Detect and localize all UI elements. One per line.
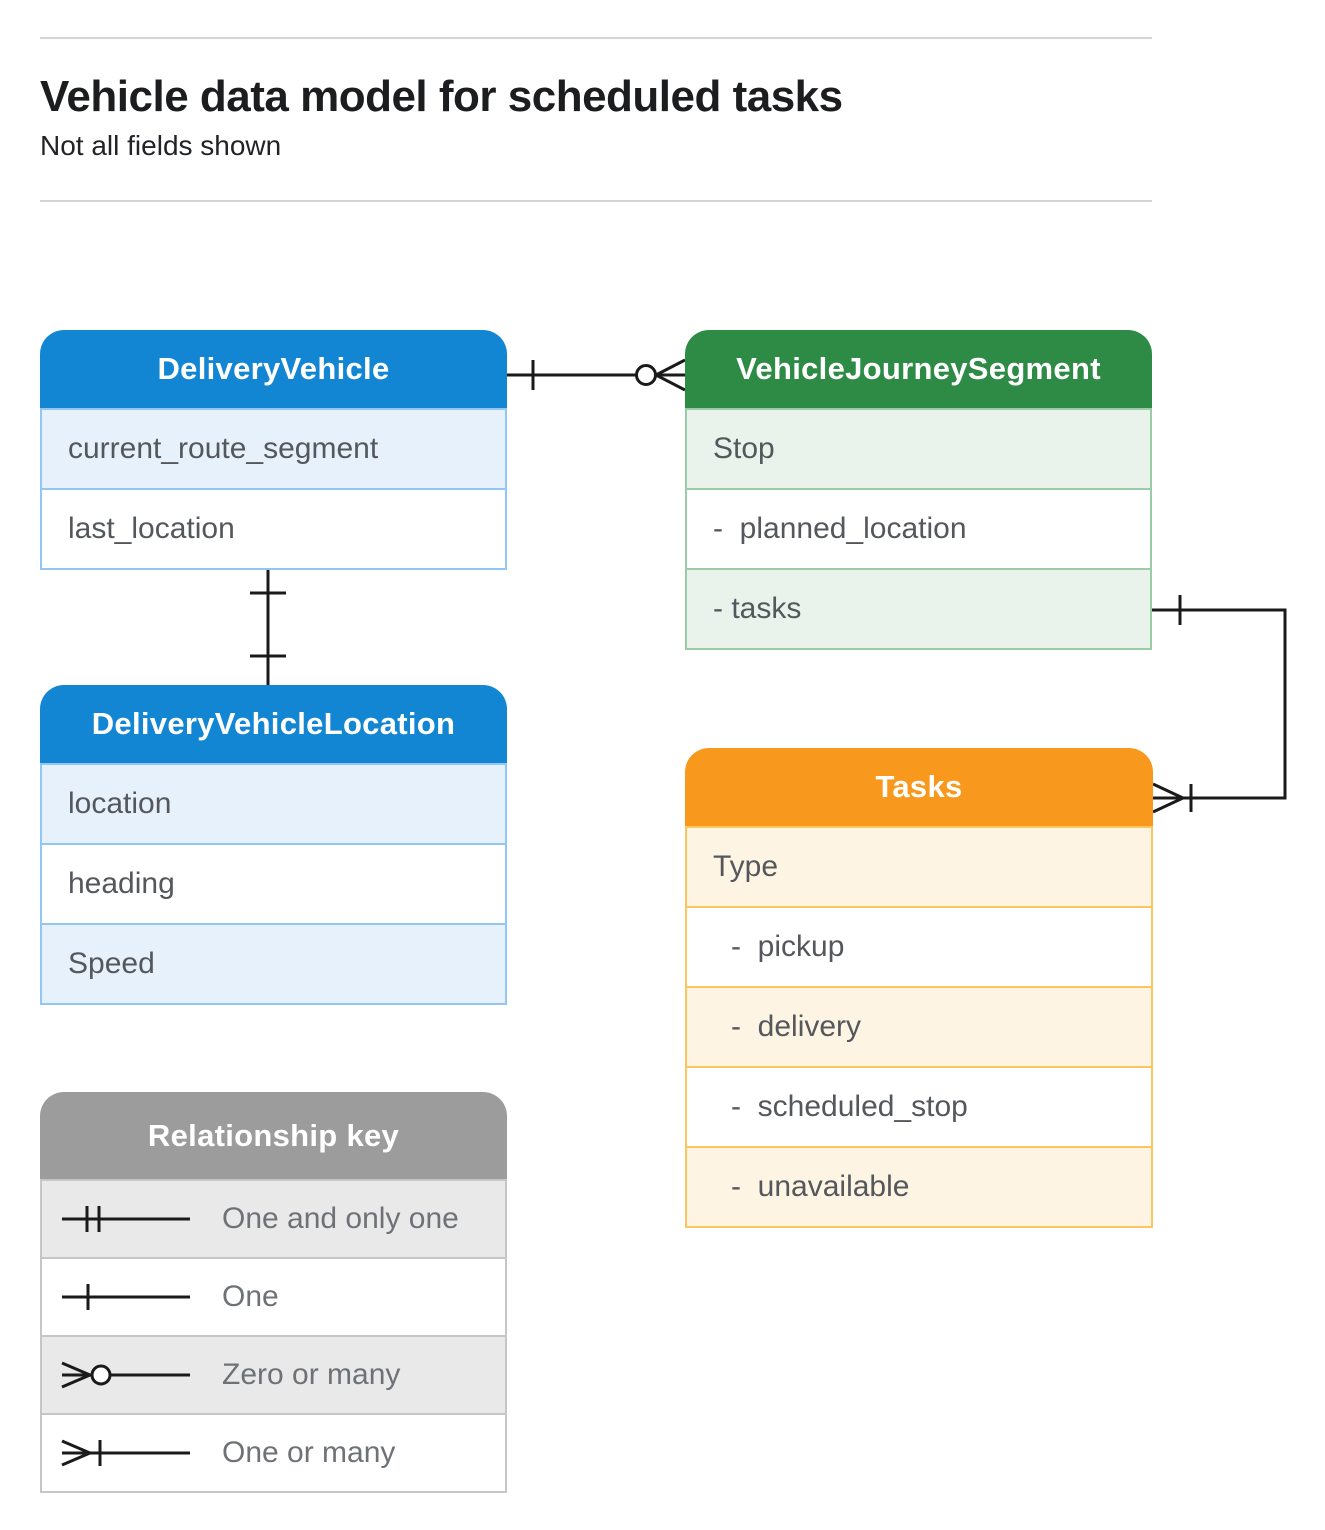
field-row: - delivery xyxy=(687,986,1151,1066)
field-label: heading xyxy=(68,867,175,900)
field-label: location xyxy=(68,787,172,820)
key-row: One or many xyxy=(42,1413,505,1491)
field-label: - planned_location xyxy=(713,512,967,545)
field-row: - scheduled_stop xyxy=(687,1066,1151,1146)
entity-title: DeliveryVehicleLocation xyxy=(91,706,456,741)
entity-delivery-vehicle: DeliveryVehicle current_route_segment la… xyxy=(40,330,507,570)
header-divider xyxy=(40,200,1152,202)
field-label: last_location xyxy=(68,512,235,545)
field-row: - unavailable xyxy=(687,1146,1151,1226)
page-title: Vehicle data model for scheduled tasks xyxy=(40,72,843,121)
field-row: - planned_location xyxy=(687,488,1150,568)
field-row: Type xyxy=(687,826,1151,906)
field-label: Stop xyxy=(713,432,775,465)
entity-header: VehicleJourneySegment xyxy=(685,330,1152,408)
field-row: last_location xyxy=(42,488,505,568)
field-label: Type xyxy=(713,850,779,883)
relationship-key-list: One and only one One Zero or many xyxy=(40,1179,507,1493)
field-list: current_route_segment last_location xyxy=(40,408,507,570)
entity-title: Tasks xyxy=(875,769,963,804)
key-row: One and only one xyxy=(42,1179,505,1257)
field-label: - scheduled_stop xyxy=(731,1090,968,1123)
entity-header: DeliveryVehicle xyxy=(40,330,507,408)
key-label: Zero or many xyxy=(222,1358,401,1391)
field-row: Stop xyxy=(687,408,1150,488)
top-divider xyxy=(40,37,1152,39)
field-label: Speed xyxy=(68,947,155,980)
field-row: location xyxy=(42,763,505,843)
entity-title: VehicleJourneySegment xyxy=(736,351,1101,386)
entity-delivery-vehicle-location: DeliveryVehicleLocation location heading… xyxy=(40,685,507,1005)
key-label: One and only one xyxy=(222,1202,459,1235)
field-label: - delivery xyxy=(731,1010,862,1043)
entity-vehicle-journey-segment: VehicleJourneySegment Stop - planned_loc… xyxy=(685,330,1152,650)
field-list: Stop - planned_location - tasks xyxy=(685,408,1152,650)
field-row: - pickup xyxy=(687,906,1151,986)
zero-circle-icon xyxy=(637,366,656,385)
entity-tasks: Tasks Type - pickup - delivery - schedul… xyxy=(685,748,1153,1228)
entity-header: Tasks xyxy=(685,748,1153,826)
one-icon xyxy=(62,1284,190,1310)
page-subtitle: Not all fields shown xyxy=(40,130,282,161)
key-label: One xyxy=(222,1280,279,1313)
entity-header: DeliveryVehicleLocation xyxy=(40,685,507,763)
key-row: Zero or many xyxy=(42,1335,505,1413)
field-label: - unavailable xyxy=(731,1170,910,1203)
key-label: One or many xyxy=(222,1436,396,1469)
field-list: Type - pickup - delivery - scheduled_sto… xyxy=(685,826,1153,1228)
crow-foot-icon xyxy=(1153,784,1183,812)
relationship-key-title: Relationship key xyxy=(147,1117,400,1153)
key-row: One xyxy=(42,1257,505,1335)
field-label: - pickup xyxy=(731,930,845,963)
field-list: location heading Speed xyxy=(40,763,507,1005)
entity-title: DeliveryVehicle xyxy=(157,351,390,386)
field-label: - tasks xyxy=(713,592,802,625)
one-and-only-one-icon xyxy=(62,1206,190,1232)
relationship-key: Relationship key One and only one One xyxy=(40,1092,507,1493)
zero-or-many-icon xyxy=(61,1361,190,1389)
field-row: Speed xyxy=(42,923,505,1003)
connector-deliveryvehicle-vehiclejourneysegment xyxy=(507,360,685,390)
field-row: heading xyxy=(42,843,505,923)
relationship-key-header: Relationship key xyxy=(40,1092,507,1179)
connector-deliveryvehicle-deliveryvehiclelocation xyxy=(250,569,286,685)
one-or-many-icon xyxy=(61,1439,190,1467)
connector-tasksfield-tasks xyxy=(1152,595,1285,812)
crow-foot-icon xyxy=(656,360,685,390)
field-label: current_route_segment xyxy=(68,432,379,465)
field-row: current_route_segment xyxy=(42,408,505,488)
field-row: - tasks xyxy=(687,568,1150,648)
